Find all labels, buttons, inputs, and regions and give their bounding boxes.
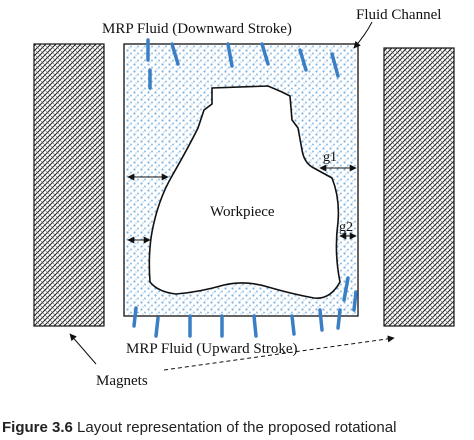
downward-flow-arrows [146,38,340,90]
label-gap-g2: g2 [339,220,353,235]
upward-flow-arrows [132,276,358,338]
label-fluid-channel: Fluid Channel [356,7,441,23]
label-fluid-upward: MRP Fluid (Upward Stroke) [126,341,298,357]
figure-number: Figure 3.6 [2,419,73,436]
label-gap-g1: g1 [323,150,337,165]
label-magnets: Magnets [96,373,148,389]
leader-lines [69,21,395,371]
workpiece-shape [148,85,341,299]
left-magnet [33,43,105,327]
right-magnet [383,47,455,327]
figure-caption: Figure 3.6 Layout representation of the … [2,416,472,440]
figure-caption-text: Layout representation of the proposed ro… [72,419,397,436]
label-fluid-downward: MRP Fluid (Downward Stroke) [102,21,292,37]
gap-dimension-arrows [127,164,357,244]
mrp-finishing-diagram: MRP Fluid (Downward Stroke) Fluid Channe… [33,7,455,389]
label-workpiece: Workpiece [210,204,275,220]
